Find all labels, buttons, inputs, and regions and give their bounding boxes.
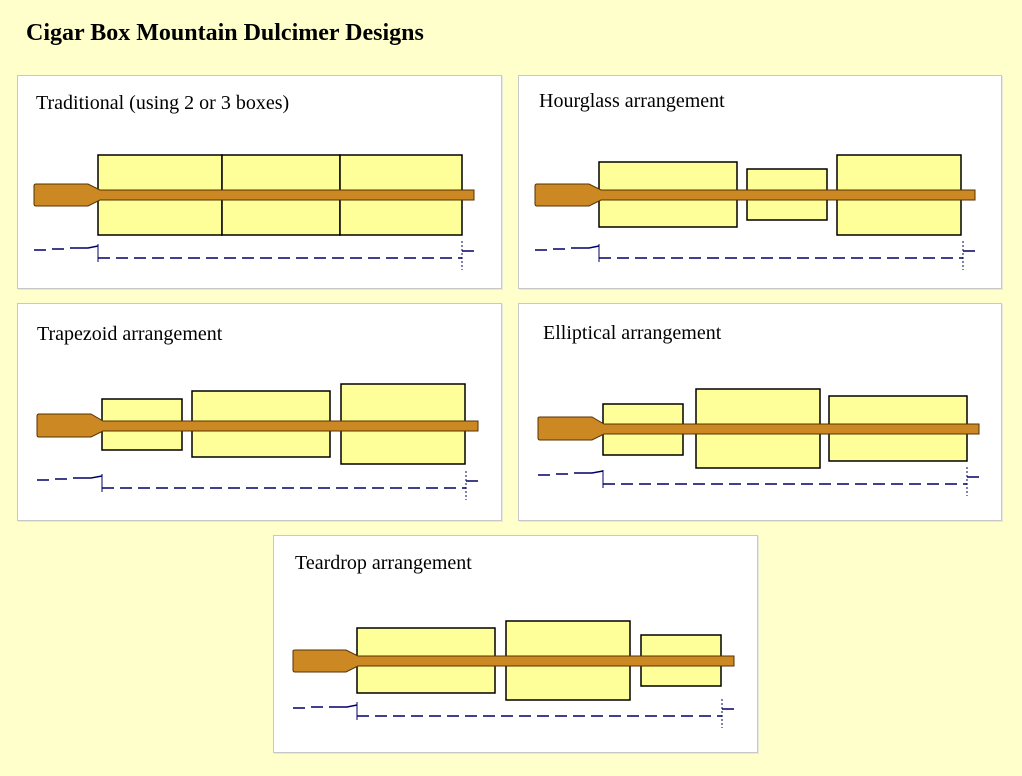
- string-length-marker: [37, 471, 478, 500]
- design-panel-traditional: Traditional (using 2 or 3 boxes): [17, 75, 502, 289]
- design-panel-hourglass: Hourglass arrangement: [518, 75, 1002, 289]
- neck-headstock: [537, 416, 980, 441]
- dulcimer-diagram: [292, 620, 735, 728]
- dulcimer-diagram: [534, 154, 976, 270]
- design-panel-elliptical: Elliptical arrangement: [518, 303, 1002, 521]
- neck-headstock: [534, 183, 976, 207]
- string-length-marker: [293, 699, 734, 728]
- neck-headstock: [36, 413, 479, 438]
- design-label: Teardrop arrangement: [295, 552, 472, 574]
- dulcimer-diagram: [537, 388, 980, 496]
- page-title: Cigar Box Mountain Dulcimer Designs: [26, 20, 424, 46]
- neck-headstock: [292, 649, 735, 673]
- dulcimer-diagram: [36, 383, 479, 500]
- design-label: Hourglass arrangement: [539, 90, 725, 112]
- neck-headstock: [33, 183, 475, 207]
- design-label: Traditional (using 2 or 3 boxes): [36, 92, 290, 114]
- design-label: Trapezoid arrangement: [37, 323, 223, 345]
- design-panel-trapezoid: Trapezoid arrangement: [17, 303, 502, 521]
- design-label: Elliptical arrangement: [543, 322, 722, 344]
- string-length-marker: [535, 241, 975, 270]
- string-length-marker: [538, 467, 979, 496]
- string-length-marker: [34, 241, 474, 270]
- design-panel-teardrop: Teardrop arrangement: [273, 535, 758, 753]
- dulcimer-diagram: [33, 154, 475, 270]
